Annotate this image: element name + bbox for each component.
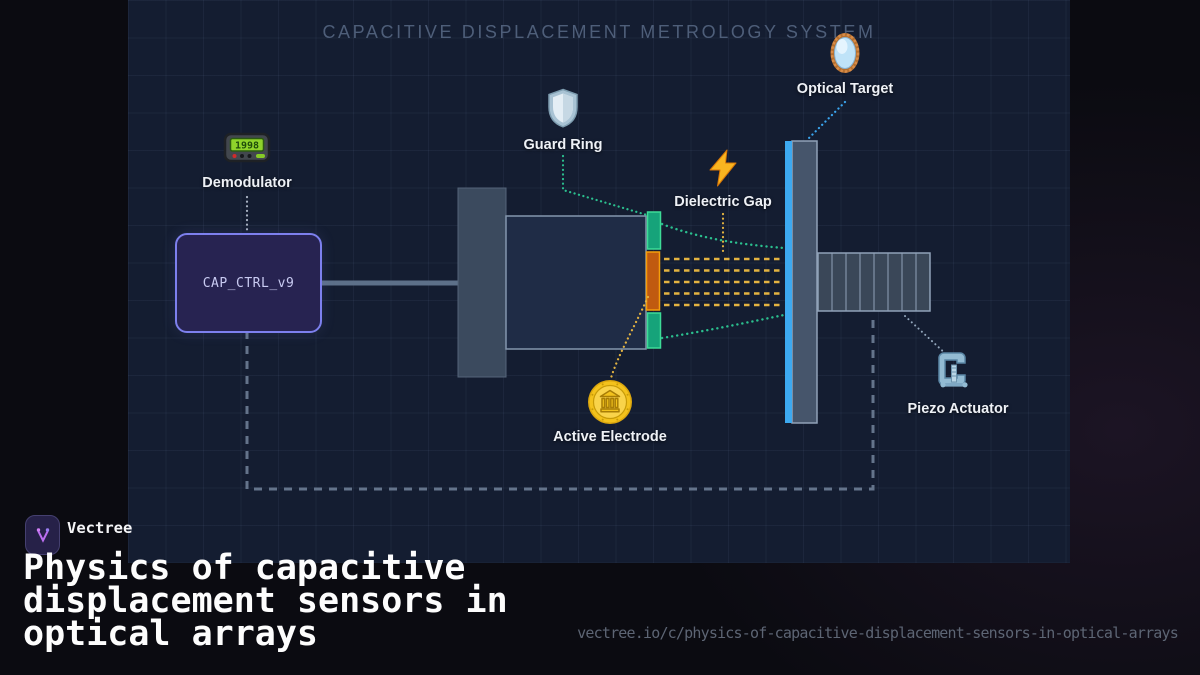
demodulator-label: Demodulator (202, 175, 292, 191)
active-electrode-label: Active Electrode (553, 429, 667, 445)
guard-ring-label: Guard Ring (523, 137, 603, 153)
dielectric-gap-label: Dielectric Gap (674, 194, 772, 210)
piezo-actuator-label: Piezo Actuator (907, 401, 1009, 417)
page-title-line: displacement sensors in (23, 581, 508, 621)
guard-electrode-top (646, 211, 662, 250)
clamp-icon (932, 349, 972, 393)
brand-name: Vectree (67, 519, 133, 537)
feedback-loop-line (245, 314, 875, 491)
mount-block (457, 187, 507, 378)
pager-lcd-value: 1998 (235, 141, 259, 152)
diagram-panel: CAPACITIVE DISPLACEMENT METROLOGY SYSTEM (128, 0, 1070, 563)
page-url[interactable]: vectree.io/c/physics-of-capacitive-displ… (577, 624, 1179, 642)
piezo-actuator-connector (904, 315, 949, 357)
target-plate (791, 140, 818, 424)
field-lines (664, 257, 783, 307)
page-title-line: Physics of capacitive (23, 548, 466, 588)
guard-fringe-lines (660, 222, 786, 340)
mirror-icon (829, 32, 861, 74)
guard-electrode-bottom (646, 312, 662, 349)
active-electrode-plate (645, 251, 661, 311)
controller-label: CAP_CTRL_v9 (202, 275, 295, 291)
optical-target-connector (806, 100, 847, 141)
guard-ring-connector (561, 154, 649, 217)
metrology-diagram (245, 100, 949, 491)
optical-target-label: Optical Target (796, 81, 894, 97)
controller-box: CAP_CTRL_v9 (175, 233, 322, 333)
probe-body (505, 215, 647, 350)
pager-icon: 1998 (223, 129, 271, 165)
shield-icon (546, 88, 580, 128)
page-title-line: optical arrays (23, 614, 319, 654)
piezo-stack (817, 252, 931, 312)
coin-icon (587, 379, 633, 425)
diagram-title: CAPACITIVE DISPLACEMENT METROLOGY SYSTEM (322, 22, 876, 42)
vectree-logo (25, 515, 60, 555)
lightning-icon (706, 149, 740, 187)
target-plate-edge (785, 141, 792, 423)
page-title: Physics of capacitive displacement senso… (23, 548, 508, 654)
vectree-logo-icon (36, 528, 49, 543)
active-electrode-connector (609, 295, 650, 380)
